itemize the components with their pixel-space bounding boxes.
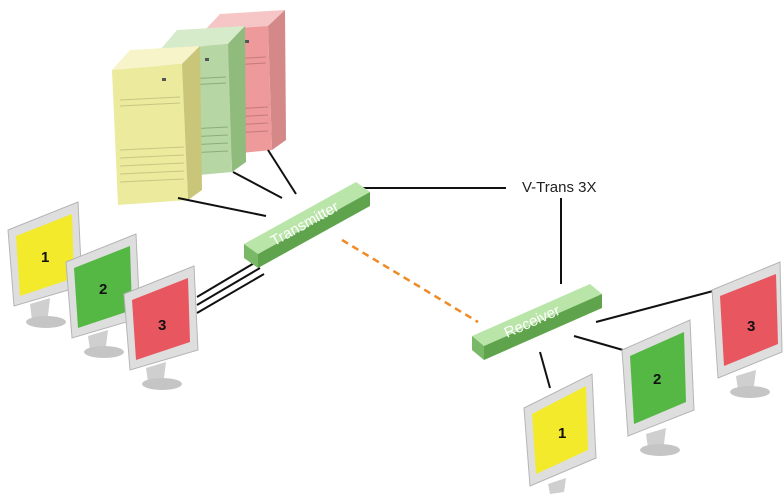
- product-label: V-Trans 3X: [522, 179, 596, 196]
- cable-transmitter-monitor-b: [196, 267, 261, 306]
- cable-tower3-transmitter: [267, 149, 297, 195]
- receiver-box: Receiver: [472, 284, 602, 360]
- cable-tower2-transmitter: [232, 171, 283, 199]
- cable-transmitter-monitor-c: [196, 273, 265, 314]
- cables: [177, 149, 733, 389]
- cable-tower1-transmitter: [177, 197, 267, 217]
- network-link-dashed: [341, 238, 479, 324]
- remote-monitor-1-number: 1: [558, 425, 566, 442]
- local-monitor-2: 2: [65, 233, 141, 358]
- remote-monitor-3: 3: [711, 261, 783, 398]
- local-monitor-1: 1: [7, 201, 83, 328]
- transmitter-box: Transmitter: [244, 182, 370, 268]
- cable-transmitter-monitor-a: [196, 261, 257, 298]
- local-monitor-3-number: 3: [158, 317, 166, 334]
- computer-tower-1: [112, 46, 202, 205]
- remote-monitor-1: 1: [523, 373, 597, 494]
- local-monitor-2-number: 2: [99, 281, 107, 298]
- remote-monitor-2: 2: [621, 319, 695, 456]
- local-monitor-3: 3: [123, 265, 199, 390]
- cable-receiver-monitor-2: [573, 335, 631, 353]
- cable-receiver-monitor-3: [595, 285, 733, 323]
- remote-monitor-3-number: 3: [747, 318, 755, 335]
- local-monitor-1-number: 1: [41, 249, 49, 266]
- cable-receiver-monitor-1: [539, 351, 551, 389]
- remote-monitor-2-number: 2: [653, 371, 661, 388]
